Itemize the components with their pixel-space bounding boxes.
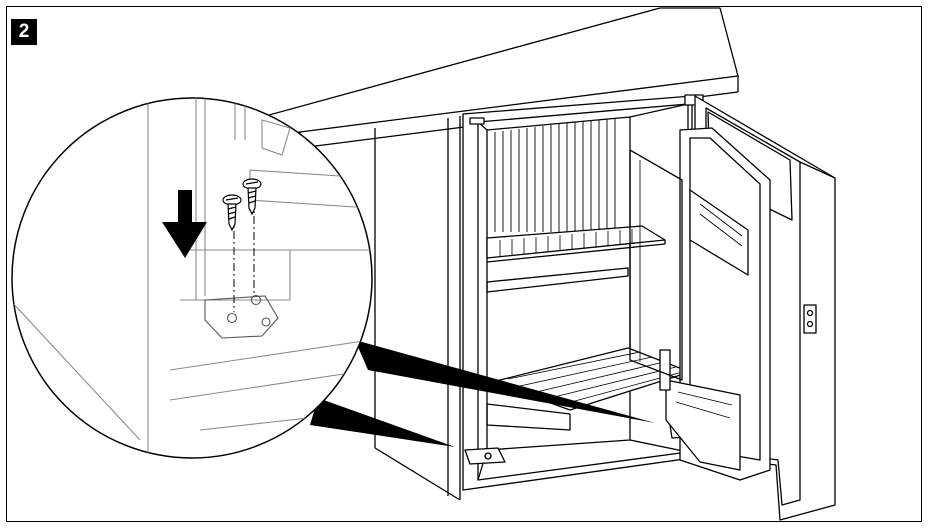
side-cabinet [374, 116, 461, 501]
fridge-freezer-divider [629, 149, 683, 381]
fridge-door [659, 95, 836, 521]
step-number-badge: 2 [11, 19, 37, 45]
screw-icon [222, 194, 242, 232]
screw-icon [242, 178, 262, 216]
magnifier-detail [11, 97, 373, 459]
down-arrow-icon [162, 190, 207, 258]
fridge-evaporator-ribs [494, 118, 616, 232]
callout-pointers [310, 340, 655, 447]
fridge-shelf [486, 225, 666, 263]
figure-frame [6, 6, 922, 522]
